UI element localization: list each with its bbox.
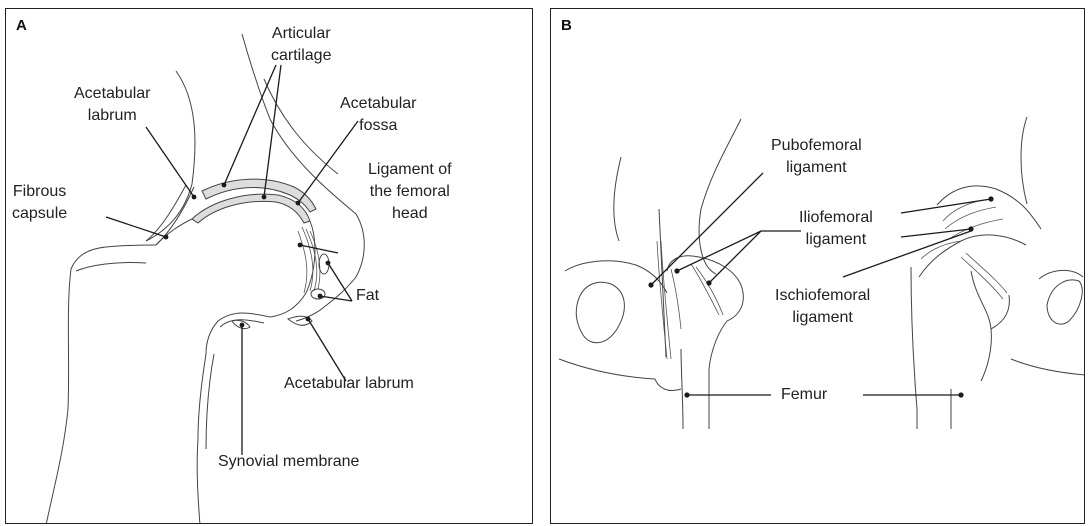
label-ligament-femoral-head-line-3: head <box>368 203 452 225</box>
label-femur: Femur <box>781 384 827 406</box>
label-acetabular-fossa-line-2: fossa <box>340 115 417 137</box>
label-acetabular-labrum-top-line-1: Acetabular <box>74 83 151 105</box>
label-ischiofemoral-line-2: ligament <box>775 307 870 329</box>
label-acetabular-fossa: Acetabular fossa <box>340 93 417 137</box>
label-ischiofemoral-ligament: Ischiofemoral ligament <box>775 285 870 329</box>
label-articular-cartilage: Articular cartilage <box>271 23 331 67</box>
label-acetabular-labrum-top-line-2: labrum <box>74 105 151 127</box>
label-articular-cartilage-line-2: cartilage <box>271 45 331 67</box>
label-ligament-femoral-head: Ligament of the femoral head <box>368 159 452 225</box>
label-pubofemoral-ligament: Pubofemoral ligament <box>771 135 862 179</box>
label-pubofemoral-line-2: ligament <box>771 157 862 179</box>
label-iliofemoral-ligament: Iliofemoral ligament <box>799 207 873 251</box>
label-synovial-membrane: Synovial membrane <box>218 451 359 473</box>
label-ischiofemoral-line-1: Ischiofemoral <box>775 285 870 307</box>
label-ligament-femoral-head-line-1: Ligament of <box>368 159 452 181</box>
label-acetabular-labrum-bottom: Acetabular labrum <box>284 373 414 395</box>
hip-ligaments-anterior-posterior-drawing <box>551 9 1085 524</box>
label-fat: Fat <box>356 285 379 307</box>
panel-a-hip-joint-section: A <box>5 8 533 524</box>
label-iliofemoral-line-1: Iliofemoral <box>799 207 873 229</box>
label-ligament-femoral-head-line-2: the femoral <box>368 181 452 203</box>
label-fibrous-capsule-line-2: capsule <box>12 203 67 225</box>
label-acetabular-labrum-top: Acetabular labrum <box>74 83 151 127</box>
label-acetabular-fossa-line-1: Acetabular <box>340 93 417 115</box>
panel-b-hip-ligaments: B <box>550 8 1085 524</box>
label-fibrous-capsule-line-1: Fibrous <box>12 181 67 203</box>
label-fibrous-capsule: Fibrous capsule <box>12 181 67 225</box>
label-articular-cartilage-line-1: Articular <box>271 23 331 45</box>
label-pubofemoral-line-1: Pubofemoral <box>771 135 862 157</box>
label-iliofemoral-line-2: ligament <box>799 229 873 251</box>
